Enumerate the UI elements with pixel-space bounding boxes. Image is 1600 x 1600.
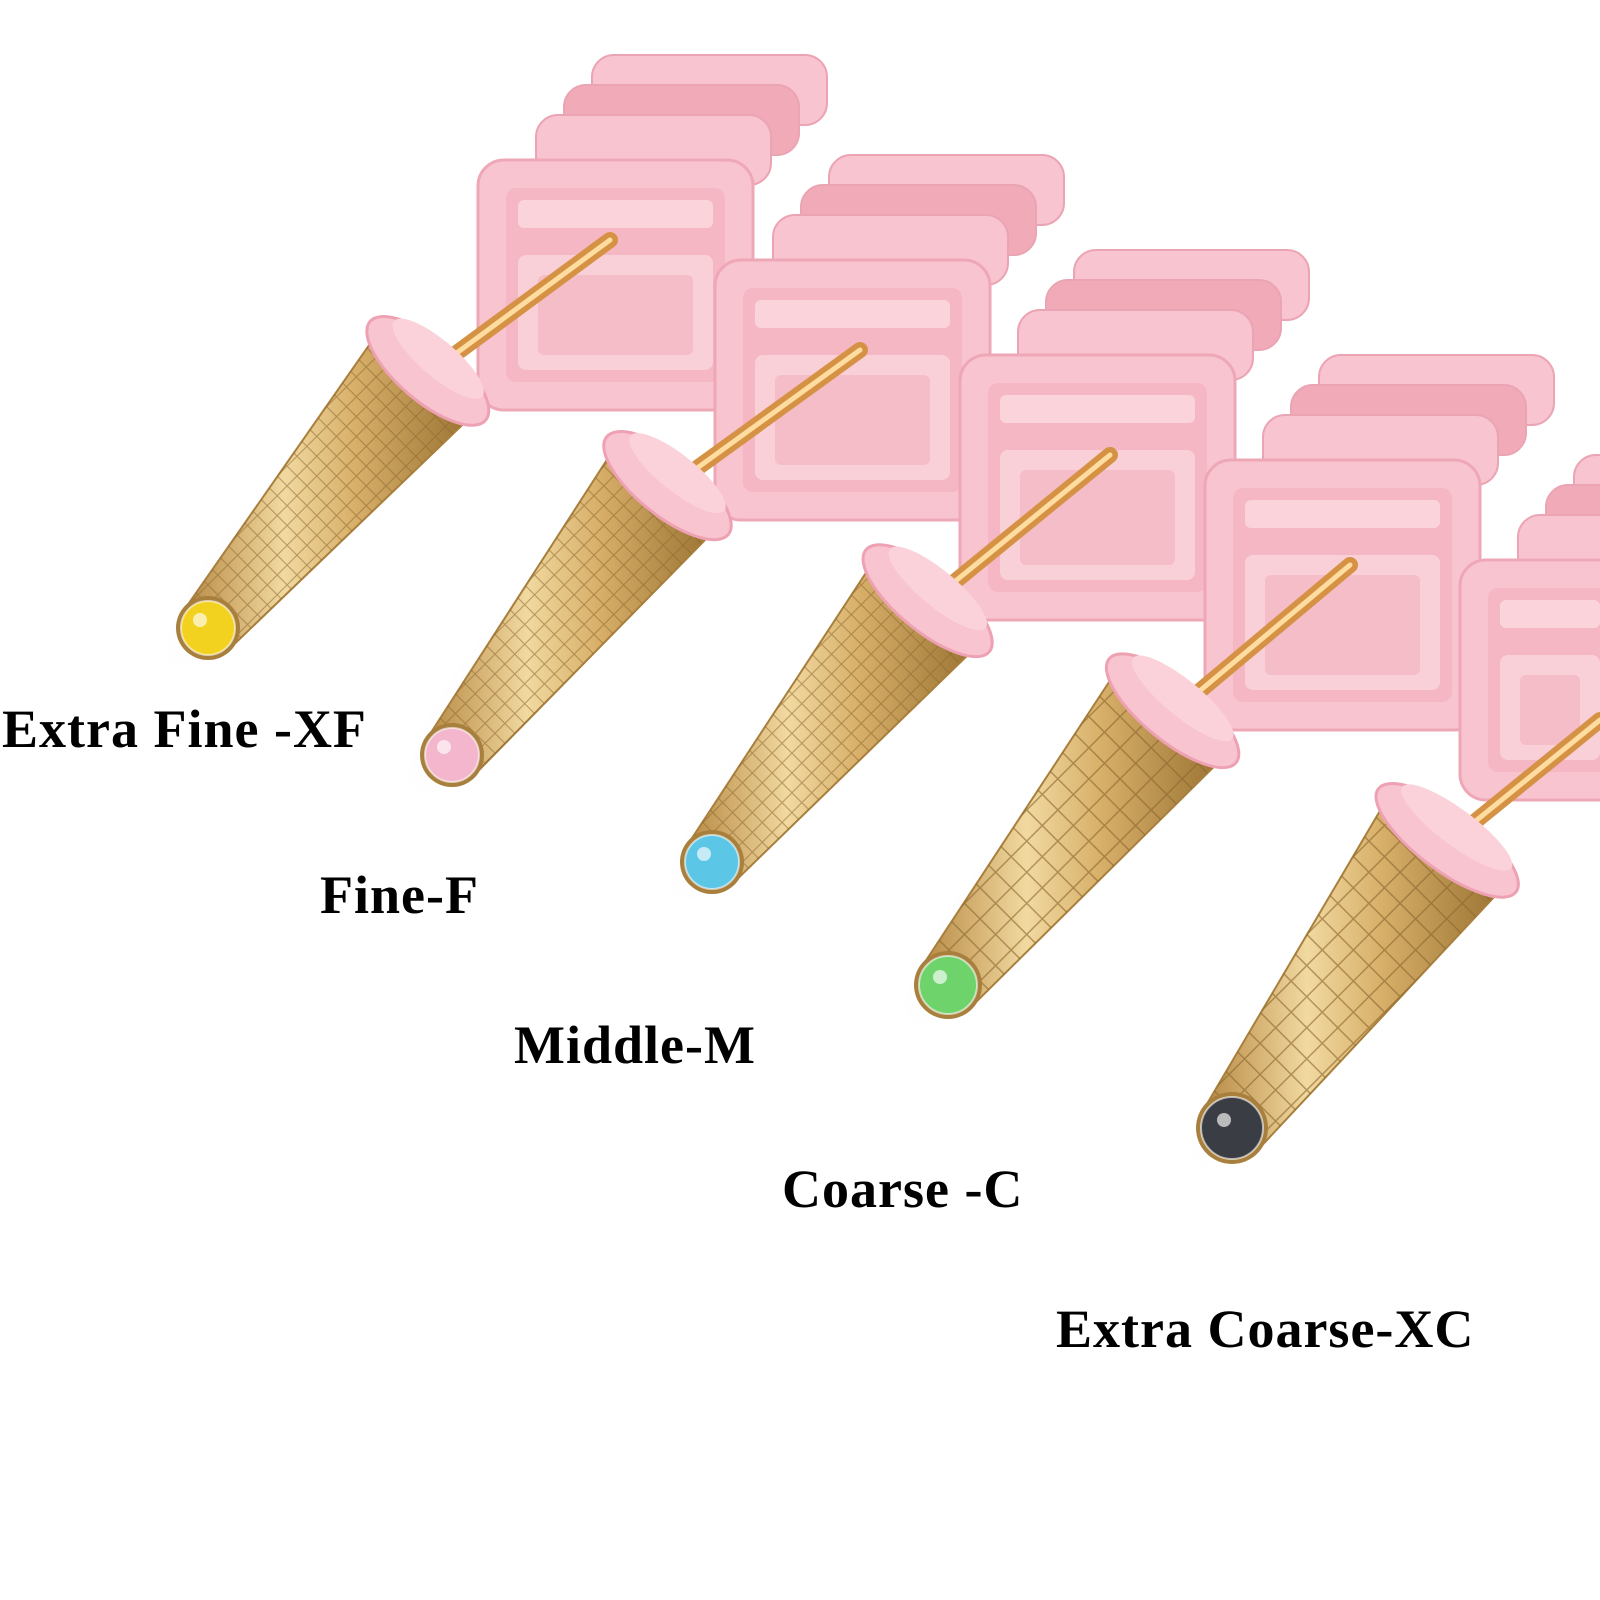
drill-bit bbox=[151, 232, 618, 685]
drill-bit-group bbox=[151, 232, 1600, 1185]
grit-label-coarse: Coarse -C bbox=[782, 1159, 1024, 1219]
pink-holder bbox=[476, 54, 828, 412]
pink-gem-icon bbox=[424, 727, 480, 783]
pink-holder bbox=[713, 154, 1065, 522]
pink-holder bbox=[1203, 354, 1555, 732]
drill-bit bbox=[1174, 712, 1600, 1185]
drill-bit bbox=[891, 557, 1358, 1042]
green-gem-icon bbox=[918, 955, 978, 1015]
grit-label-fine: Fine-F bbox=[320, 865, 479, 925]
pink-holder bbox=[958, 249, 1310, 622]
drill-bit bbox=[395, 342, 868, 812]
blue-gem-icon bbox=[684, 834, 740, 890]
grit-label-extra-fine: Extra Fine -XF bbox=[2, 699, 367, 759]
grit-label-middle: Middle-M bbox=[514, 1015, 756, 1075]
pink-holder-row bbox=[476, 54, 1600, 802]
yellow-gem-icon bbox=[180, 600, 236, 656]
grit-label-extra-coarse: Extra Coarse-XC bbox=[1056, 1299, 1475, 1359]
drill-bit bbox=[655, 447, 1118, 919]
black-gem-icon bbox=[1200, 1096, 1264, 1160]
